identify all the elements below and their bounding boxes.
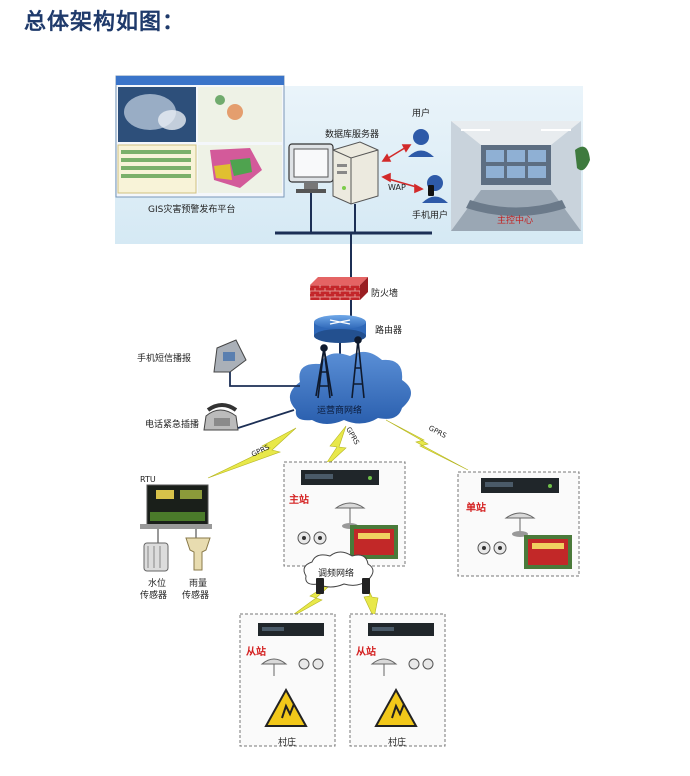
telephone-icon — [203, 403, 239, 431]
mobile-user-avatar-icon — [422, 175, 448, 203]
single-station-equipment — [477, 478, 572, 569]
router-icon — [314, 315, 366, 343]
user-label: 用户 — [412, 109, 431, 119]
connection-arrows — [381, 144, 424, 194]
phone-broadcast-label: 电话紧急插播 — [145, 420, 200, 430]
rtu-label: RTU — [140, 475, 156, 484]
control-center-photo — [451, 121, 590, 231]
firewall-label: 防火墙 — [371, 289, 399, 299]
monitor-icon — [288, 143, 334, 193]
database-server-label: 数据库服务器 — [325, 130, 380, 140]
substation-1-equipment — [258, 623, 324, 727]
control-center-label: 主控中心 — [497, 216, 534, 226]
substation-2-equipment — [368, 623, 434, 727]
single-station-label: 单站 — [466, 503, 486, 514]
substation-2-label: 从站 — [356, 647, 376, 658]
radio-tower-icons — [315, 336, 365, 399]
firewall-icon — [310, 277, 368, 300]
user-avatar-icon — [408, 129, 434, 157]
village-1-label: 村庄 — [278, 738, 297, 748]
rtu-device — [140, 484, 212, 529]
rtu-cables — [157, 529, 197, 543]
mobile-phone-icon — [213, 339, 247, 373]
wap-label: WAP — [388, 183, 406, 192]
router-label: 路由器 — [375, 326, 403, 336]
water-sensor-label-line1: 水位 — [148, 579, 167, 589]
sms-broadcast-label: 手机短信播报 — [137, 354, 192, 364]
substation-1-label: 从站 — [246, 647, 266, 658]
rain-sensor-label-line2: 传感器 — [182, 591, 210, 601]
gis-platform-screenshot — [115, 75, 285, 198]
village-2-label: 村庄 — [388, 738, 407, 748]
rain-gauge-sensor-icon — [185, 537, 211, 571]
carrier-network-label: 运营商网络 — [317, 406, 363, 416]
walkie-talkie-icons — [316, 578, 370, 594]
phone-links — [229, 372, 300, 429]
water-sensor-label-line2: 传感器 — [140, 591, 168, 601]
gprs-lightning-icons — [207, 419, 469, 621]
page-title: 总体架构如图： — [24, 10, 186, 35]
rain-sensor-label-line1: 雨量 — [189, 579, 208, 589]
main-station-equipment — [297, 470, 398, 559]
gis-platform-label: GIS灾害预警发布平台 — [148, 205, 236, 215]
water-level-sensor-icon — [143, 542, 169, 572]
database-server-icon — [332, 141, 379, 205]
mobile-user-label: 手机用户 — [412, 211, 449, 221]
fm-network-label: 调频网络 — [318, 569, 355, 579]
main-station-label: 主站 — [289, 495, 309, 506]
